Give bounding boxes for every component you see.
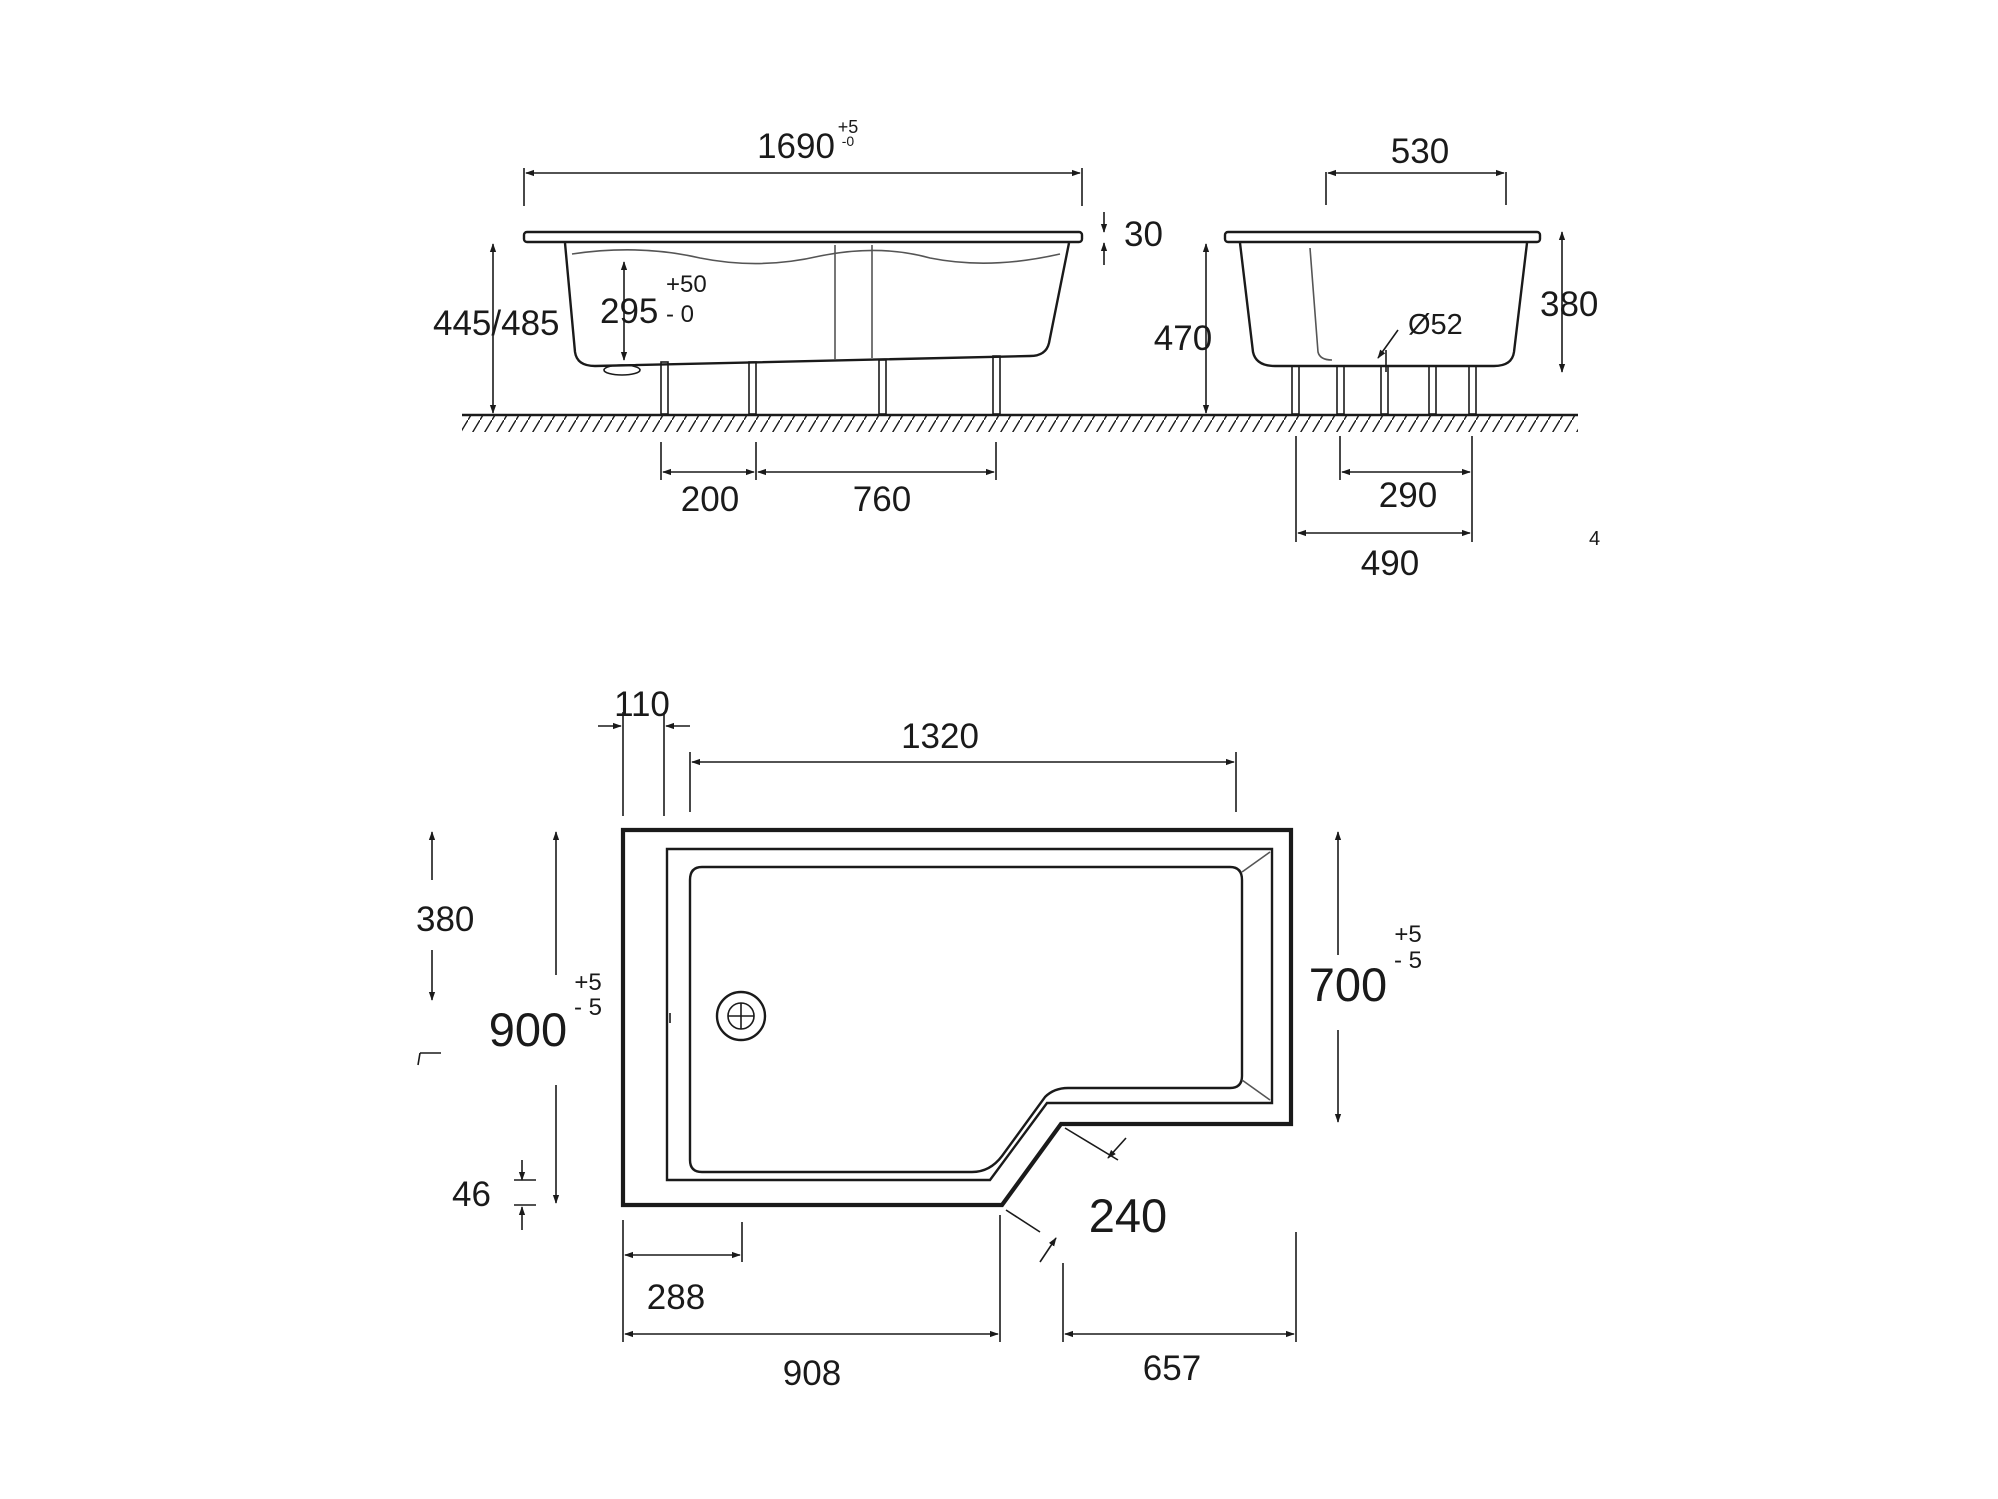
floor-hatch — [462, 416, 1578, 432]
side-view: 1690 +5 -0 30 445/485 295 +50 - 0 200 76… — [433, 117, 1578, 519]
dim-depth-tol-minus: - 0 — [666, 301, 694, 328]
dim-inner-depth: 380 — [1540, 285, 1598, 324]
dim-narrow-length: 657 — [1143, 1349, 1201, 1388]
dim-plan-width-tol-minus: - 5 — [574, 994, 602, 1021]
end-legs — [1291, 365, 1477, 415]
side-body — [563, 242, 1071, 368]
end-body — [1238, 242, 1529, 368]
dim-width: 530 — [1391, 132, 1449, 171]
plan-inner-rim — [665, 847, 1274, 1182]
dim-plan-width: 900 — [489, 1003, 567, 1056]
dim-offset: 110 — [614, 685, 670, 724]
plan-view: 110 1320 900 +5 - 5 700 +5 - 5 380 46 — [416, 685, 1422, 1393]
dim-inner-length: 1320 — [901, 717, 979, 756]
dim-narrow-width: 700 — [1309, 958, 1387, 1011]
plan-outline — [620, 827, 1294, 1208]
drain-icon — [715, 990, 767, 1042]
end-rim — [1223, 230, 1542, 244]
dim-drain-offset: 288 — [647, 1278, 705, 1317]
dim-length: 1690 — [757, 127, 835, 166]
dim-rim: 30 — [1124, 215, 1163, 254]
dim-end-leg-a: 290 — [1379, 476, 1437, 515]
dim-narrow-tol-plus: +5 — [1394, 921, 1421, 948]
dim-end-height: 470 — [1154, 319, 1212, 358]
dim-bottom-offset: 46 — [452, 1175, 491, 1214]
dim-length-tol-plus: +5 — [838, 117, 859, 137]
dim-length-tol-minus: -0 — [842, 133, 855, 149]
dim-depth: 295 — [600, 292, 658, 331]
dim-plan-width-tol-plus: +5 — [574, 969, 601, 996]
dim-wide-length: 908 — [783, 1354, 841, 1393]
plan-basin — [688, 865, 1244, 1174]
dim-depth-tol-plus: +50 — [666, 271, 707, 298]
dim-angle-side: 240 — [1089, 1189, 1167, 1242]
dim-left-partial: 380 — [416, 900, 474, 939]
side-legs — [660, 355, 1001, 415]
dim-leg-a: 200 — [681, 480, 739, 519]
side-waterline — [571, 249, 1061, 265]
dim-height: 445/485 — [433, 304, 560, 343]
dim-drain: Ø52 — [1408, 309, 1463, 341]
side-rim — [522, 230, 1084, 244]
edge-mark: 4 — [1589, 528, 1600, 550]
dim-narrow-tol-minus: - 5 — [1394, 947, 1422, 974]
dim-end-leg-b: 490 — [1361, 544, 1419, 583]
end-view: 530 470 380 Ø52 290 490 4 — [1154, 132, 1600, 583]
dim-leg-b: 760 — [853, 480, 911, 519]
